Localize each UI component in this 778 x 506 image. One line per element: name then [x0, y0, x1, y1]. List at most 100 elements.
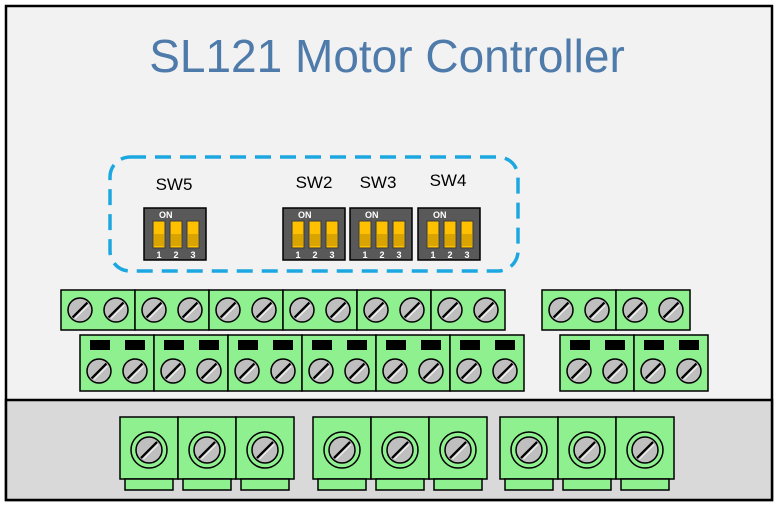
- dip-slot-3[interactable]: [460, 220, 474, 249]
- dip-position-label: 1: [362, 250, 367, 260]
- terminal-screw[interactable]: [658, 297, 684, 323]
- terminal-block: [134, 289, 210, 331]
- terminal-screw[interactable]: [437, 297, 463, 323]
- wire-entry[interactable]: [347, 340, 367, 350]
- dip-slot-3[interactable]: [186, 220, 200, 249]
- dip-slot-2[interactable]: [443, 220, 457, 249]
- dip-position-label: 1: [156, 250, 161, 260]
- terminal-screw[interactable]: [177, 297, 203, 323]
- terminal-screw[interactable]: [215, 297, 241, 323]
- dip-slot-2[interactable]: [375, 220, 389, 249]
- terminal-screw[interactable]: [160, 358, 186, 384]
- wire-entry[interactable]: [644, 340, 664, 350]
- power-terminal: [499, 416, 559, 491]
- wire-entry[interactable]: [495, 340, 515, 350]
- terminal-screw[interactable]: [382, 358, 408, 384]
- wire-entry[interactable]: [386, 340, 406, 350]
- terminal-screw[interactable]: [492, 358, 518, 384]
- terminal-block: [615, 289, 691, 331]
- dip-slot-1[interactable]: [152, 220, 166, 249]
- terminal-screw[interactable]: [584, 297, 610, 323]
- switch-label-sw2: SW2: [296, 173, 333, 192]
- terminal-block-wire: [301, 334, 377, 392]
- dip-position-label: 1: [295, 250, 300, 260]
- terminal-screw[interactable]: [631, 436, 659, 464]
- wire-entry[interactable]: [273, 340, 293, 350]
- terminal-screw[interactable]: [122, 358, 148, 384]
- wire-entry[interactable]: [164, 340, 184, 350]
- terminal-screw[interactable]: [363, 297, 389, 323]
- dip-slot-2[interactable]: [169, 220, 183, 249]
- terminal-screw[interactable]: [566, 358, 592, 384]
- dip-slot-1[interactable]: [358, 220, 372, 249]
- dip-position-label: 3: [464, 250, 469, 260]
- dip-slot-3[interactable]: [325, 220, 339, 249]
- wire-entry[interactable]: [199, 340, 219, 350]
- terminal-screw[interactable]: [193, 436, 221, 464]
- dip-position-label: 2: [312, 250, 317, 260]
- terminal-screw[interactable]: [344, 358, 370, 384]
- terminal-block-wire: [153, 334, 229, 392]
- wire-entry[interactable]: [125, 340, 145, 350]
- terminal-screw[interactable]: [289, 297, 315, 323]
- terminal-screw[interactable]: [418, 358, 444, 384]
- wire-entry[interactable]: [238, 340, 258, 350]
- wire-entry[interactable]: [90, 340, 110, 350]
- terminal-screw[interactable]: [386, 436, 414, 464]
- terminal-screw[interactable]: [399, 297, 425, 323]
- terminal-screw[interactable]: [573, 436, 601, 464]
- wire-entry[interactable]: [421, 340, 441, 350]
- terminal-screw[interactable]: [270, 358, 296, 384]
- terminal-screw[interactable]: [234, 358, 260, 384]
- wire-entry[interactable]: [679, 340, 699, 350]
- wire-entry[interactable]: [460, 340, 480, 350]
- dip-position-label: 1: [430, 250, 435, 260]
- lower-terminal-row-side: [559, 334, 709, 392]
- wire-entry[interactable]: [605, 340, 625, 350]
- terminal-block: [208, 289, 284, 331]
- dip-on-label: ON: [433, 210, 447, 220]
- terminal-screw[interactable]: [141, 297, 167, 323]
- wire-entry[interactable]: [570, 340, 590, 350]
- dip-on-label: ON: [159, 210, 173, 220]
- terminal-screw[interactable]: [515, 436, 543, 464]
- terminal-screw[interactable]: [251, 436, 279, 464]
- dip-slot-2[interactable]: [308, 220, 322, 249]
- terminal-screw[interactable]: [67, 297, 93, 323]
- power-terminal: [557, 416, 617, 491]
- dip-slot-1[interactable]: [426, 220, 440, 249]
- dip-on-label: ON: [365, 210, 379, 220]
- power-terminal: [615, 416, 675, 491]
- terminal-screw[interactable]: [135, 436, 163, 464]
- power-terminal: [177, 416, 237, 491]
- terminal-screw[interactable]: [640, 358, 666, 384]
- terminal-block: [356, 289, 432, 331]
- switch-label-sw4: SW4: [430, 171, 467, 190]
- switch-label-sw5: SW5: [156, 175, 193, 194]
- terminal-block: [541, 289, 617, 331]
- terminal-screw[interactable]: [251, 297, 277, 323]
- terminal-screw[interactable]: [103, 297, 129, 323]
- wire-entry[interactable]: [312, 340, 332, 350]
- terminal-screw[interactable]: [548, 297, 574, 323]
- terminal-screw[interactable]: [622, 297, 648, 323]
- terminal-screw[interactable]: [676, 358, 702, 384]
- terminal-screw[interactable]: [308, 358, 334, 384]
- dip-slot-3[interactable]: [392, 220, 406, 249]
- terminal-block: [430, 289, 506, 331]
- terminal-screw[interactable]: [602, 358, 628, 384]
- dip-slot-1[interactable]: [291, 220, 305, 249]
- terminal-screw[interactable]: [444, 436, 472, 464]
- terminal-screw[interactable]: [328, 436, 356, 464]
- terminal-screw[interactable]: [456, 358, 482, 384]
- terminal-screw[interactable]: [473, 297, 499, 323]
- terminal-screw[interactable]: [86, 358, 112, 384]
- power-terminal: [235, 416, 295, 491]
- terminal-screw[interactable]: [325, 297, 351, 323]
- terminal-screw[interactable]: [196, 358, 222, 384]
- power-terminal-group-1: [119, 416, 295, 491]
